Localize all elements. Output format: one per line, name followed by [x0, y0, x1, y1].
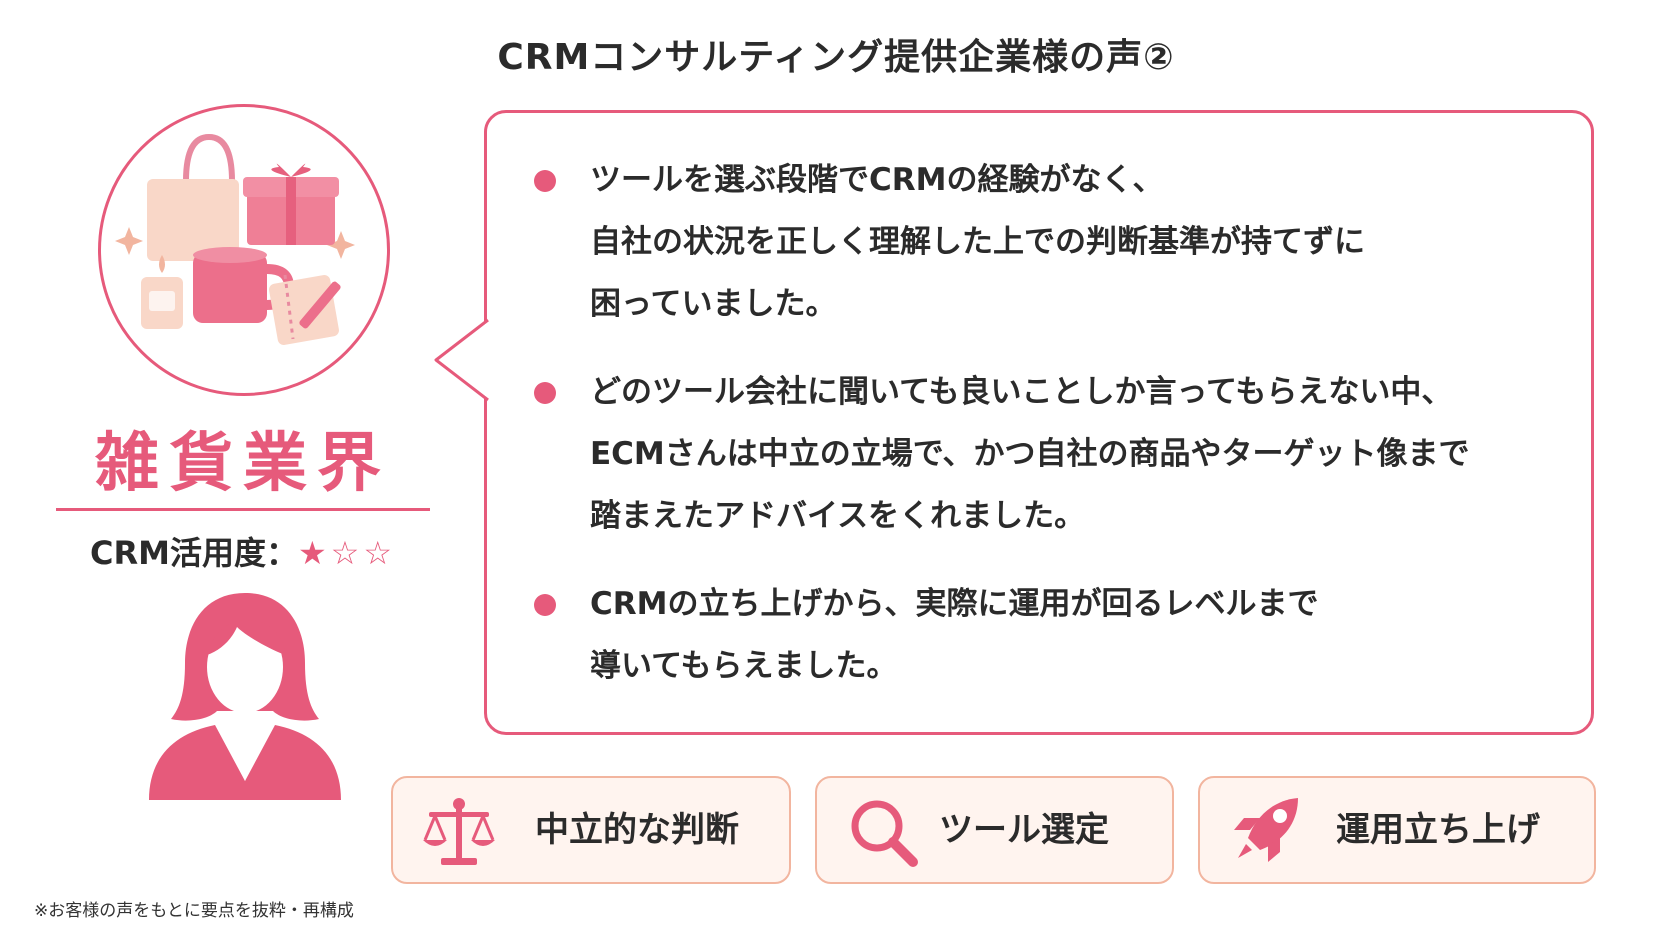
tag-label: 運用立ち上げ [1336, 810, 1540, 850]
testimonial-line: 踏まえたアドバイスをくれました。 [590, 498, 1086, 534]
scales-icon [423, 798, 495, 865]
testimonial-line: ツールを選ぶ段階でCRMの経験がなく、 [590, 162, 1164, 198]
magnifier-icon [851, 800, 918, 867]
tag-neutral-judgement: 中立的な判断 [391, 776, 791, 884]
testimonial-line: CRMの立ち上げから、実際に運用が回るレベルまで [590, 586, 1319, 622]
testimonial-line: 困っていました。 [590, 286, 837, 322]
industry-label: 雑貨業界 [95, 427, 391, 501]
rocket-icon [1234, 798, 1298, 862]
bullet-dot [534, 594, 556, 616]
footnote: ※お客様の声をもとに要点を抜粋・再構成 [34, 901, 354, 921]
page-title: CRMコンサルティング提供企業様の声② [497, 37, 1175, 78]
crm-usage-rating: CRM活用度：★☆☆ [56, 528, 430, 574]
bullet-dot [534, 382, 556, 404]
testimonial-bubble [484, 110, 1594, 735]
bubble-tail [434, 318, 490, 402]
bullet-dot [534, 170, 556, 192]
gift-goods-illustration [115, 133, 355, 345]
industry-illustration [98, 104, 390, 396]
testimonial-line: ECMさんは中立の立場で、かつ自社の商品やターゲット像まで [590, 436, 1470, 472]
testimonial-line: どのツール会社に聞いても良いことしか言ってもらえない中、 [590, 374, 1453, 410]
tag-tool-selection: ツール選定 [815, 776, 1174, 884]
tag-label: 中立的な判断 [535, 810, 739, 850]
testimonial-line: 自社の状況を正しく理解した上での判断基準が持てずに [590, 224, 1365, 260]
testimonial-line: 導いてもらえました。 [590, 648, 898, 684]
businesswoman-avatar-icon [149, 593, 341, 800]
rating-stars: ★☆☆ [297, 534, 397, 572]
tag-label: ツール選定 [939, 810, 1109, 850]
divider [56, 508, 430, 511]
rating-label: CRM活用度： [89, 534, 298, 572]
tag-operation-launch: 運用立ち上げ [1198, 776, 1596, 884]
